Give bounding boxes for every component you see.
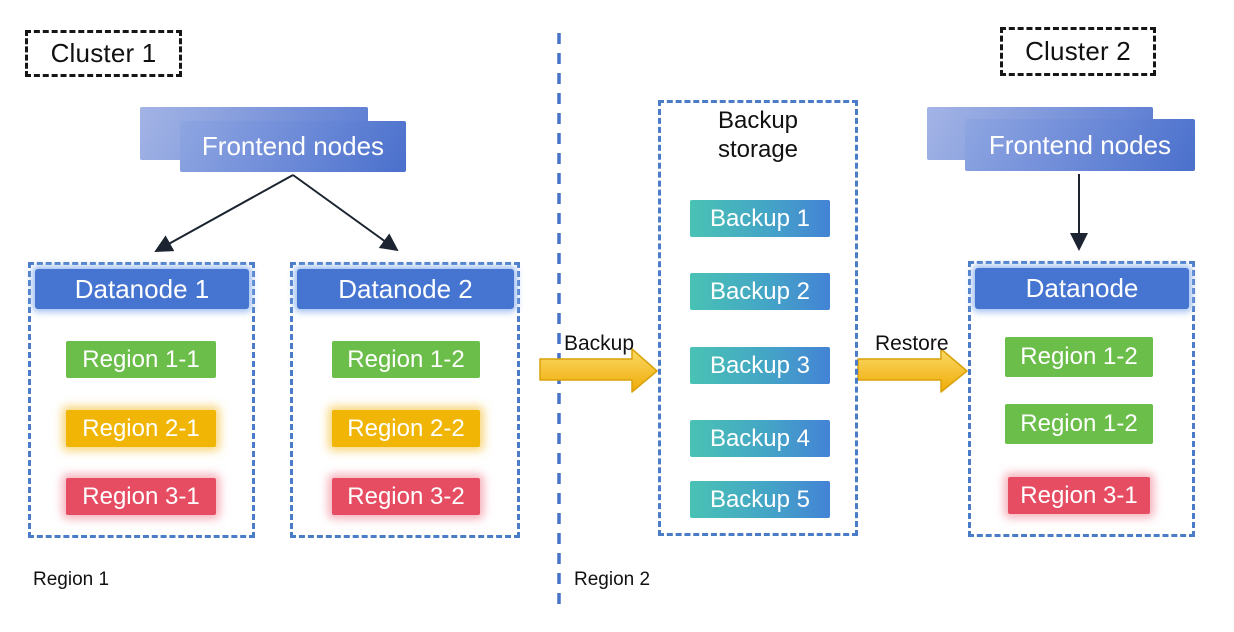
cluster2-frontend-label: Frontend nodes bbox=[988, 129, 1172, 160]
cluster2-region-a-label: Region 1-2 bbox=[1020, 343, 1138, 370]
region-3-1-box: Region 3-1 bbox=[66, 478, 216, 515]
cluster2-region-a-box: Region 1-2 bbox=[1005, 337, 1153, 377]
datanode1-header: Datanode 1 bbox=[35, 269, 249, 309]
cluster2-datanode-container bbox=[968, 261, 1195, 537]
backup-1-label: Backup 1 bbox=[709, 204, 811, 232]
backup-2-box: Backup 2 bbox=[690, 273, 830, 310]
region1-footnote: Region 1 bbox=[33, 569, 110, 590]
cluster2-region-b-box: Region 1-2 bbox=[1005, 404, 1153, 444]
region-2-2-label: Region 2-2 bbox=[347, 414, 465, 442]
backup-4-label: Backup 4 bbox=[709, 424, 811, 452]
region-1-2-label: Region 1-2 bbox=[347, 345, 465, 373]
datanode1-title: Datanode 1 bbox=[74, 273, 210, 304]
backup-5-label: Backup 5 bbox=[709, 485, 811, 513]
cluster2-datanode-header: Datanode bbox=[975, 268, 1189, 309]
backup-4-box: Backup 4 bbox=[690, 420, 830, 457]
backup-storage-title: Backup storage bbox=[717, 107, 799, 164]
backup-3-label: Backup 3 bbox=[709, 351, 811, 379]
region-2-1-box: Region 2-1 bbox=[66, 410, 216, 447]
backup-flow-label: Backup bbox=[564, 332, 635, 355]
cluster1-frontend-nodes-box: Frontend nodes bbox=[180, 121, 406, 172]
region-1-2-box: Region 1-2 bbox=[332, 341, 480, 378]
backup-2-label: Backup 2 bbox=[709, 277, 811, 305]
frontend-to-datanode2-arrow bbox=[292, 174, 399, 252]
datanode1-container bbox=[28, 262, 255, 538]
region-2-2-box: Region 2-2 bbox=[332, 410, 480, 447]
cluster2-region-c-box: Region 3-1 bbox=[1008, 477, 1150, 514]
backup-1-box: Backup 1 bbox=[690, 200, 830, 237]
datanode2-title: Datanode 2 bbox=[338, 273, 473, 304]
backup-storage-container bbox=[658, 100, 858, 536]
region2-footnote: Region 2 bbox=[574, 569, 651, 590]
cluster1-label-box: Cluster 1 bbox=[25, 30, 182, 77]
cluster2-label: Cluster 2 bbox=[1025, 36, 1131, 66]
datanode2-header: Datanode 2 bbox=[297, 269, 514, 309]
frontend-to-datanode1-arrow bbox=[154, 174, 294, 252]
cluster1-frontend-label: Frontend nodes bbox=[201, 131, 385, 161]
datanode2-container bbox=[290, 262, 520, 538]
region-2-1-label: Region 2-1 bbox=[82, 414, 200, 442]
backup-3-box: Backup 3 bbox=[690, 347, 830, 384]
region-3-1-label: Region 3-1 bbox=[82, 482, 200, 510]
cluster1-label: Cluster 1 bbox=[50, 38, 157, 68]
cluster2-datanode-title: Datanode bbox=[1025, 273, 1139, 303]
region-1-1-label: Region 1-1 bbox=[82, 345, 200, 373]
cluster2-region-c-label: Region 3-1 bbox=[1020, 481, 1138, 509]
region-3-2-box: Region 3-2 bbox=[332, 478, 480, 515]
restore-flow-label: Restore bbox=[875, 332, 949, 355]
cluster2-region-b-label: Region 1-2 bbox=[1020, 410, 1138, 437]
region-3-2-label: Region 3-2 bbox=[347, 482, 465, 510]
cluster2-label-box: Cluster 2 bbox=[1000, 27, 1156, 76]
region-1-1-box: Region 1-1 bbox=[66, 341, 216, 378]
cluster2-frontend-nodes-box: Frontend nodes bbox=[965, 119, 1195, 171]
backup-5-box: Backup 5 bbox=[690, 481, 830, 518]
